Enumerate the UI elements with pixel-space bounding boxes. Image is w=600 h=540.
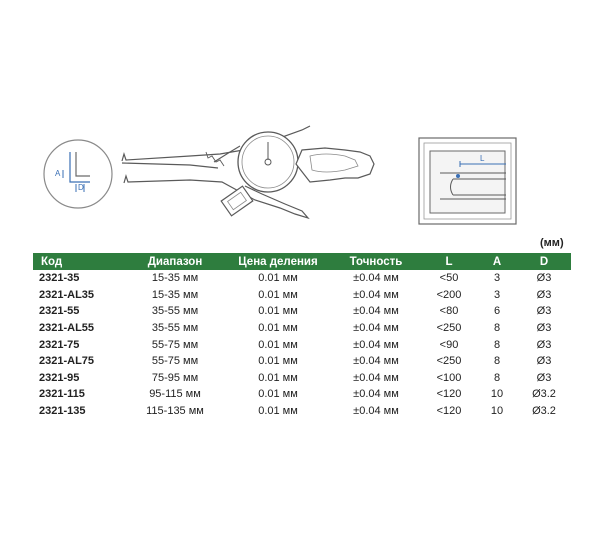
table-row: 2321-95 75-95 мм 0.01 мм ±0.04 мм <100 8 Ø3 (33, 369, 571, 387)
cell-code: 2321-35 (39, 272, 80, 285)
cell-graduation: 0.01 мм (258, 355, 298, 368)
cell-range: 15-35 мм (151, 272, 199, 285)
cell-range: 35-55 мм (151, 305, 199, 318)
cell-d: Ø3 (536, 305, 552, 318)
cell-d: Ø3 (536, 288, 552, 301)
header-range: Диапазон (125, 253, 225, 270)
table-row: 2321-35 15-35 мм 0.01 мм ±0.04 мм <50 3 Ø3 (33, 270, 571, 287)
caliper-illustration: A D (43, 125, 375, 220)
table-header: Код Диапазон Цена деления Точность L A D (33, 253, 571, 270)
measurement-detail-illustration: L (418, 137, 517, 225)
cell-a: 3 (493, 272, 501, 285)
cell-a: 10 (490, 405, 504, 418)
cell-accuracy: ±0.04 мм (353, 305, 399, 318)
cell-code: 2321-AL55 (39, 322, 95, 335)
upper-jaw (121, 125, 311, 162)
cell-graduation: 0.01 мм (258, 371, 298, 384)
cell-code: 2321-55 (39, 305, 80, 318)
table-row: 2321-AL55 35-55 мм 0.01 мм ±0.04 мм <250 8 Ø3 (33, 319, 571, 337)
header-graduation: Цена деления (225, 253, 331, 270)
cell-range: 75-95 мм (151, 371, 199, 384)
cell-l: <250 (436, 322, 462, 335)
cell-d: Ø3 (536, 371, 552, 384)
lower-jaw (123, 173, 310, 220)
table-row: 2321-75 55-75 мм 0.01 мм ±0.04 мм <90 8 Ø3 (33, 336, 571, 353)
table-row: 2321-55 35-55 мм 0.01 мм ±0.04 мм <80 6 Ø3 (33, 303, 571, 320)
header-row: Код Диапазон Цена деления Точность L A D (33, 253, 571, 270)
cell-range: 55-75 мм (151, 338, 199, 351)
label-d: D (78, 183, 84, 192)
cell-d: Ø3 (536, 322, 552, 335)
cell-range: 35-55 мм (151, 322, 199, 335)
cell-range: 95-115 мм (149, 388, 201, 401)
jaw-detail-circle: A D (43, 139, 113, 209)
cell-accuracy: ±0.04 мм (353, 355, 399, 368)
cell-l: <250 (436, 355, 462, 368)
table-row: 2321-115 95-115 мм 0.01 мм ±0.04 мм <120 10 Ø3… (33, 386, 571, 403)
cell-a: 10 (490, 388, 504, 401)
cell-accuracy: ±0.04 мм (353, 338, 399, 351)
cell-code: 2321-AL75 (39, 355, 95, 368)
table-row: 2321-135 115-135 мм 0.01 мм ±0.04 мм <120 10 Ø… (33, 402, 571, 420)
handle (295, 147, 375, 183)
cell-accuracy: ±0.04 мм (353, 322, 399, 335)
cell-accuracy: ±0.04 мм (353, 388, 399, 401)
units-label: (мм) (540, 237, 564, 249)
cell-graduation: 0.01 мм (258, 338, 298, 351)
cell-code: 2321-95 (39, 371, 80, 384)
cell-a: 8 (493, 322, 501, 335)
cell-a: 8 (493, 371, 501, 384)
cell-range: 115-135 мм (146, 405, 204, 418)
cell-code: 2321-75 (39, 338, 80, 351)
table-row: 2321-AL35 15-35 мм 0.01 мм ±0.04 мм <200 3 Ø3 (33, 286, 571, 304)
header-accuracy: Точность (331, 253, 421, 270)
cell-d: Ø3.2 (532, 388, 556, 401)
cell-accuracy: ±0.04 мм (353, 371, 399, 384)
header-a: A (477, 253, 517, 270)
cell-accuracy: ±0.04 мм (353, 272, 399, 285)
cell-l: <90 (439, 338, 459, 351)
cell-graduation: 0.01 мм (258, 305, 298, 318)
specification-table: Код Диапазон Цена деления Точность L A D… (33, 253, 571, 420)
cell-a: 8 (493, 355, 501, 368)
cell-l: <200 (436, 288, 462, 301)
table-row: 2321-AL75 55-75 мм 0.01 мм ±0.04 мм <250 8 Ø3 (33, 352, 571, 370)
cell-code: 2321-AL35 (39, 288, 95, 301)
cell-graduation: 0.01 мм (258, 388, 298, 401)
cell-accuracy: ±0.04 мм (353, 288, 399, 301)
cell-graduation: 0.01 мм (258, 405, 298, 418)
cell-d: Ø3.2 (532, 405, 556, 418)
cell-l: <120 (436, 388, 462, 401)
cell-code: 2321-115 (39, 388, 85, 401)
cell-graduation: 0.01 мм (258, 322, 298, 335)
cell-l: <50 (439, 272, 459, 285)
label-l: L (480, 154, 485, 163)
label-a: A (55, 169, 61, 178)
header-code: Код (33, 253, 125, 270)
cell-a: 3 (493, 288, 501, 301)
cell-range: 15-35 мм (151, 288, 199, 301)
header-d: D (517, 253, 571, 270)
cell-range: 55-75 мм (151, 355, 199, 368)
cell-code: 2321-135 (39, 405, 86, 418)
cell-d: Ø3 (536, 272, 552, 285)
cell-graduation: 0.01 мм (258, 288, 298, 301)
cell-graduation: 0.01 мм (258, 272, 298, 285)
cell-d: Ø3 (536, 355, 552, 368)
cell-l: <120 (436, 405, 462, 418)
cell-a: 8 (493, 338, 501, 351)
cell-l: <100 (436, 371, 462, 384)
header-l: L (421, 253, 477, 270)
cell-l: <80 (439, 305, 459, 318)
cell-accuracy: ±0.04 мм (353, 405, 399, 418)
cell-a: 6 (493, 305, 501, 318)
cell-d: Ø3 (536, 338, 552, 351)
